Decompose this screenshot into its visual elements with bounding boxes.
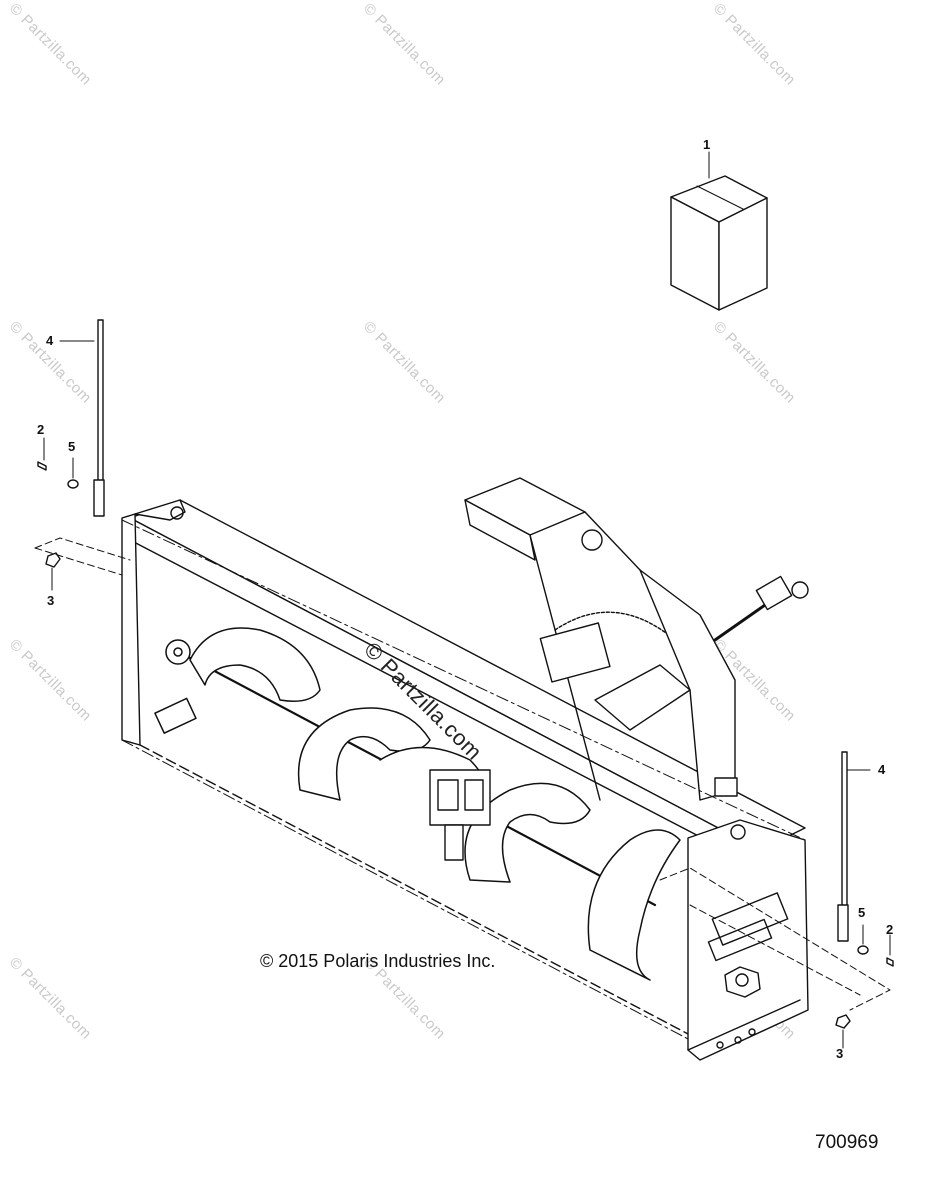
hardware-left <box>34 437 131 591</box>
callout-1: 1 <box>703 137 711 152</box>
callout-5-right: 5 <box>858 905 866 920</box>
hardware-right <box>659 867 894 1049</box>
callout-3-left: 3 <box>47 593 55 608</box>
callout-2-left: 2 <box>37 422 45 437</box>
part-box-kit <box>670 151 768 311</box>
callout-4-left: 4 <box>46 333 54 348</box>
callout-4-right: 4 <box>878 762 886 777</box>
frame-outline <box>121 519 806 1041</box>
blower-housing <box>121 499 809 1061</box>
callout-5-left: 5 <box>68 439 76 454</box>
gearbox <box>429 769 491 861</box>
callout-2-right: 2 <box>886 922 894 937</box>
mounting-frame <box>464 477 738 801</box>
skid-rod-left <box>59 319 105 517</box>
copyright-notice: © 2015 Polaris Industries Inc. <box>260 951 496 971</box>
driveshaft <box>713 575 809 642</box>
callout-3-right: 3 <box>836 1046 844 1061</box>
skid-rod-right <box>837 751 871 942</box>
document-number: 700969 <box>815 1132 879 1153</box>
